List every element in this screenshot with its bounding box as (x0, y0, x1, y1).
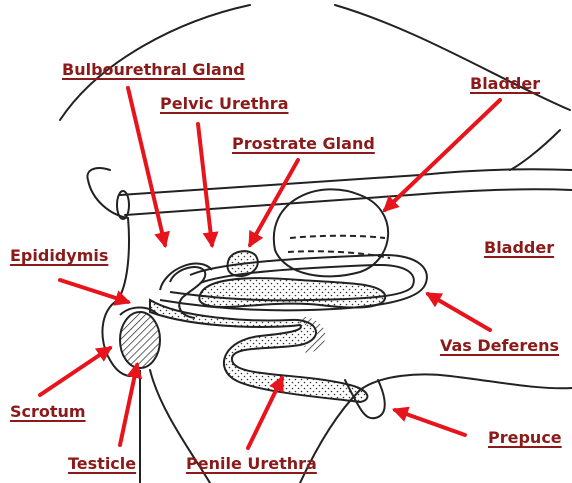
label-bulbourethral-gland: Bulbourethral Gland (62, 62, 245, 78)
label-epididymis: Epididymis (10, 248, 108, 264)
arrow-epididymis (60, 280, 128, 302)
bladder (274, 189, 390, 276)
bladder-body (274, 189, 388, 276)
label-vas-deferens: Vas Deferens (440, 338, 559, 354)
arrow-vas-deferens (428, 294, 490, 330)
arrow-pelvic-urethra (198, 124, 212, 245)
label-bladder-right: Bladder (484, 240, 554, 256)
label-pelvic-urethra: Pelvic Urethra (160, 96, 289, 112)
penile-urethra (150, 300, 367, 402)
prostate-gland (228, 251, 258, 276)
label-prepuce: Prepuce (488, 430, 562, 446)
label-bladder-top: Bladder (470, 76, 540, 92)
ureter-dashed-1 (290, 236, 385, 238)
arrow-testicle (120, 365, 137, 445)
label-scrotum: Scrotum (10, 404, 86, 420)
label-testicle: Testicle (68, 456, 136, 472)
label-penile-urethra: Penile Urethra (186, 456, 317, 472)
rump-curve (510, 130, 560, 170)
testicle-shape (120, 312, 160, 368)
pelvic-urethra-body (199, 278, 385, 307)
arrow-prepuce (395, 410, 465, 435)
label-prostrate-gland: Prostrate Gland (232, 136, 375, 152)
tail-contour (335, 5, 570, 110)
rectum-line-lower (125, 189, 572, 215)
arrow-scrotum (40, 348, 110, 395)
